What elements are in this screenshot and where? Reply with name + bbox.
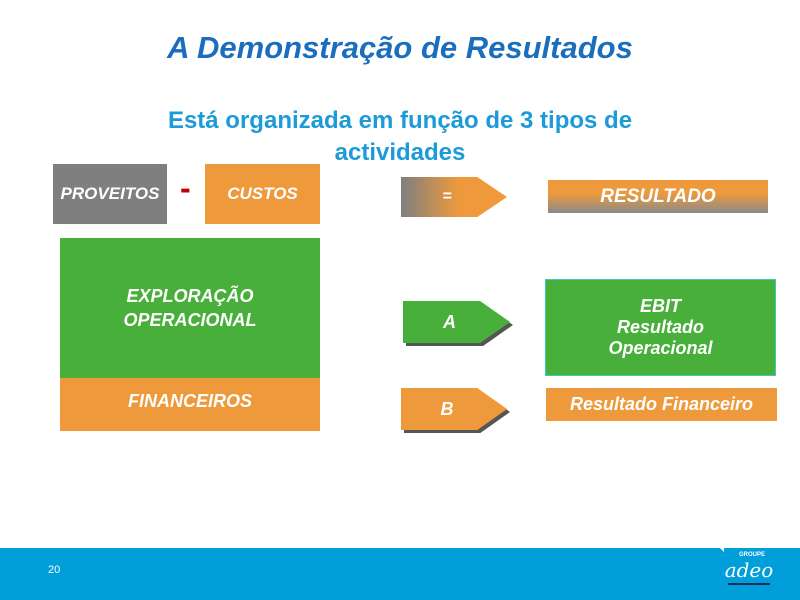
- page-number: 20: [48, 564, 61, 576]
- equals-arrow: =: [401, 177, 507, 217]
- resultado-financeiro-box: Resultado Financeiro: [546, 388, 777, 421]
- subtitle-line-1: Está organizada em função de 3 tipos de: [167, 107, 633, 134]
- ebit-line-1: EBIT: [639, 296, 681, 316]
- ebit-line-3: Operacional: [608, 338, 713, 358]
- slide-title: A Demonstração de Resultados: [167, 30, 633, 65]
- exploracao-operacional-box: EXPLORAÇÃO OPERACIONAL: [60, 238, 320, 378]
- proveitos-box: PROVEITOS: [53, 164, 167, 224]
- minus-sign: -: [180, 170, 191, 206]
- footer-bar: 20 GROUPE adeo: [0, 544, 800, 600]
- exploracao-line-2: OPERACIONAL: [123, 310, 257, 330]
- resultado-box: RESULTADO: [548, 180, 768, 213]
- adeo-logo: GROUPE adeo: [724, 551, 774, 585]
- financeiros-box: FINANCEIROS: [60, 378, 320, 431]
- ebit-line-2: Resultado: [616, 317, 704, 337]
- custos-box: CUSTOS: [205, 164, 320, 224]
- logo-adeo: adeo: [724, 558, 774, 582]
- exploracao-line-1: EXPLORAÇÃO: [126, 286, 254, 306]
- ebit-box: EBIT Resultado Operacional: [545, 279, 776, 376]
- logo-groupe: GROUPE: [738, 552, 765, 558]
- logo-underline: [728, 583, 770, 585]
- subtitle-line-2: actividades: [334, 139, 466, 166]
- logo-tab: [716, 544, 724, 552]
